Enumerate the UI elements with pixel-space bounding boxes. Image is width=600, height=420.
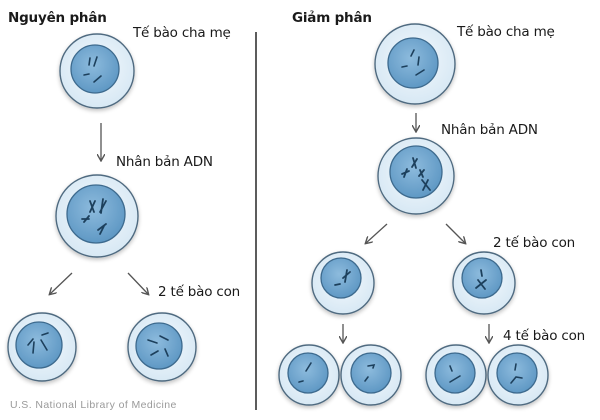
mitosis-title: Nguyên phân bbox=[8, 10, 107, 26]
mitosis-replicated-cell bbox=[55, 174, 139, 258]
chromosomes bbox=[475, 269, 487, 290]
meiosis-replicated-cell bbox=[377, 137, 455, 215]
chromosomes bbox=[449, 365, 461, 383]
chromosomes bbox=[81, 198, 107, 235]
mitosis-parent-cell bbox=[59, 33, 135, 109]
mitosis-daughters-label: 2 tế bào con bbox=[158, 284, 241, 300]
arrow-left-down bbox=[50, 272, 73, 294]
source-credit: U.S. National Library of Medicine bbox=[10, 399, 177, 411]
meiosis-first-division-cell bbox=[452, 251, 516, 315]
chromosomes bbox=[298, 362, 312, 383]
meiosis-first-division-label: 2 tế bào con bbox=[493, 235, 576, 251]
chromosomes bbox=[510, 363, 523, 384]
meiosis-final-cell bbox=[340, 344, 402, 406]
arrow-left-down bbox=[366, 223, 388, 243]
meiosis-final-cell bbox=[425, 344, 487, 406]
meiosis-parent-cell bbox=[374, 23, 456, 105]
meiosis-title: Giảm phân bbox=[292, 10, 372, 26]
mitosis-daughter-cell bbox=[127, 312, 197, 382]
mitosis-parent-label: Tế bào cha mẹ bbox=[133, 25, 231, 41]
chromosomes bbox=[334, 269, 351, 286]
chromosomes bbox=[27, 332, 49, 354]
meiosis-final-cell bbox=[278, 344, 340, 406]
meiosis-replication-label: Nhân bản ADN bbox=[441, 122, 538, 138]
meiosis-first-division-cell bbox=[311, 251, 375, 315]
mitosis-replication-label: Nhân bản ADN bbox=[116, 154, 213, 170]
meiosis-second-division-label: 4 tế bào con bbox=[503, 328, 586, 344]
arrow-right-down bbox=[445, 223, 465, 243]
chromosomes bbox=[401, 49, 425, 76]
meiosis-parent-label: Tế bào cha mẹ bbox=[457, 24, 555, 40]
meiosis-final-cell bbox=[487, 344, 549, 406]
mitosis-daughter-cell bbox=[7, 312, 77, 382]
chromosomes bbox=[401, 157, 431, 191]
chromosomes bbox=[83, 56, 102, 83]
chromosomes bbox=[364, 363, 376, 382]
arrow-right-down bbox=[127, 272, 148, 294]
chromosomes bbox=[147, 335, 169, 357]
